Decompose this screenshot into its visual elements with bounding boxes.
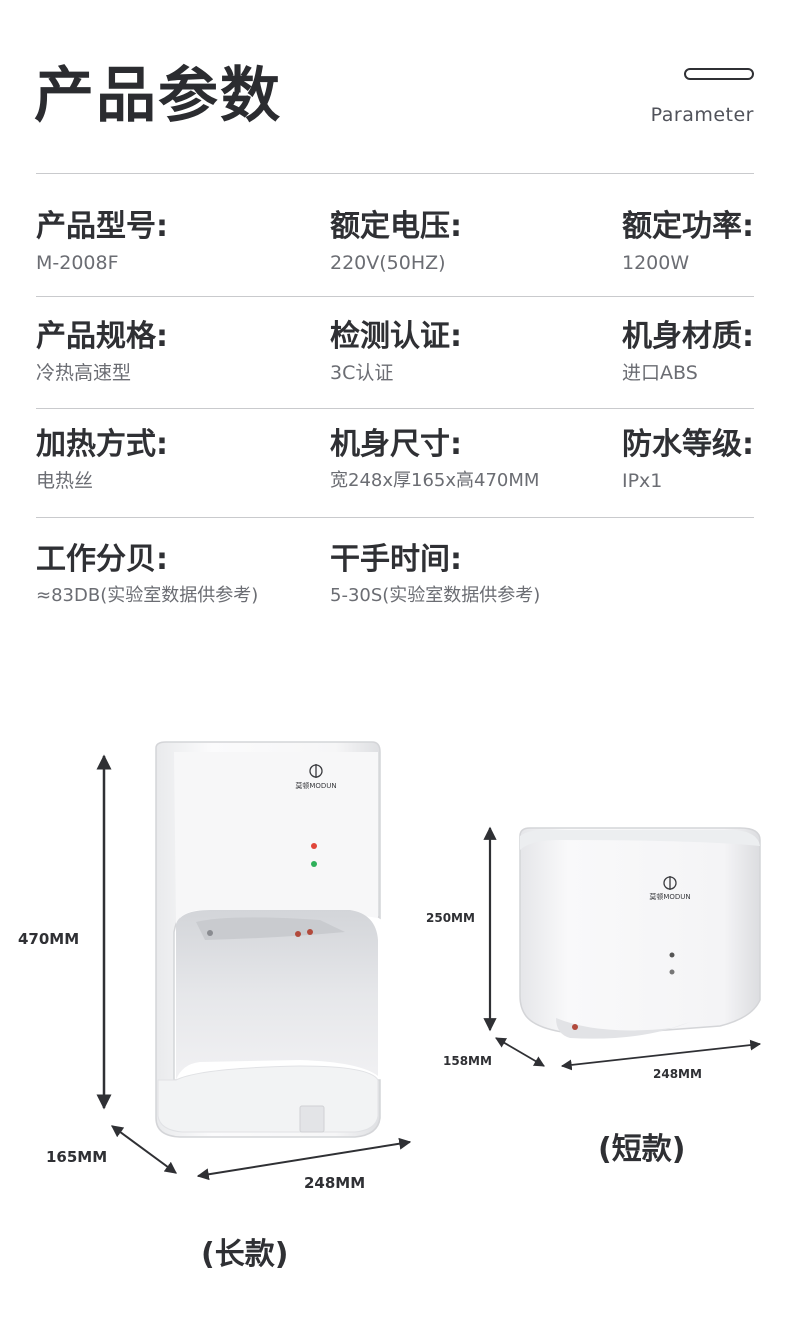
divider — [36, 296, 754, 297]
brand-logo: 莫顿MODUN — [649, 876, 691, 901]
spec-label: 机身材质: — [622, 319, 754, 354]
short-depth-label: 158MM — [443, 1054, 492, 1068]
svg-text:莫顿MODUN: 莫顿MODUN — [295, 781, 336, 790]
short-height-label: 250MM — [426, 911, 475, 925]
sensor-icon — [572, 1024, 578, 1030]
page-title: 产品参数 — [34, 61, 282, 131]
short-model-caption: (短款) — [598, 1132, 686, 1167]
depth-arrow — [495, 1037, 545, 1067]
spec-value: 3C认证 — [330, 362, 394, 384]
spec-label: 额定功率: — [622, 209, 754, 244]
spec-label: 工作分贝: — [36, 542, 168, 577]
spec-value: 5-30S(实验室数据供参考) — [330, 585, 541, 606]
spec-value: 宽248x厚165x高470MM — [330, 470, 540, 491]
spec-label: 干手时间: — [330, 542, 462, 577]
spec-certification: 检测认证: 3C认证 — [330, 318, 462, 386]
spec-label: 产品规格: — [36, 319, 168, 354]
spec-value: 冷热高速型 — [36, 362, 132, 384]
spec-drying-time: 干手时间: 5-30S(实验室数据供参考) — [330, 541, 540, 609]
decorative-pill — [684, 68, 754, 80]
spec-model: 产品型号: M-2008F — [36, 208, 168, 276]
power-indicator-icon — [669, 952, 675, 958]
long-width-label: 248MM — [304, 1174, 365, 1192]
divider — [36, 517, 754, 518]
short-hand-dryer: 莫顿MODUN — [519, 827, 761, 1039]
long-height-label: 470MM — [18, 930, 79, 948]
status-indicator-icon — [311, 861, 317, 867]
power-indicator-icon — [311, 843, 317, 849]
sensor-icon — [307, 929, 313, 935]
drain-slot — [299, 1105, 325, 1133]
product-illustration: 莫顿MODUN 470MM 165MM 248MM 莫顿MODUN 250MM … — [18, 741, 762, 1192]
spec-waterproof: 防水等级: IPx1 — [622, 426, 754, 494]
spec-dimensions: 机身尺寸: 宽248x厚165x高470MM — [330, 426, 539, 494]
svg-text:莫顿MODUN: 莫顿MODUN — [649, 892, 690, 901]
spec-value: 电热丝 — [36, 470, 94, 492]
spec-label: 加热方式: — [36, 427, 168, 462]
spec-label: 额定电压: — [330, 209, 462, 244]
width-arrow — [560, 1039, 762, 1071]
long-hand-dryer: 莫顿MODUN — [155, 741, 381, 1138]
spec-power: 额定功率: 1200W — [622, 208, 754, 276]
width-arrow — [196, 1137, 412, 1181]
spec-label: 产品型号: — [36, 209, 168, 244]
page-subtitle: Parameter — [650, 104, 754, 126]
spec-type: 产品规格: 冷热高速型 — [36, 318, 168, 386]
spec-voltage: 额定电压: 220V(50HZ) — [330, 208, 462, 276]
depth-arrow — [111, 1125, 177, 1174]
long-depth-label: 165MM — [46, 1148, 107, 1166]
spec-label: 检测认证: — [330, 319, 462, 354]
spec-label: 防水等级: — [622, 427, 754, 462]
sensor-icon — [295, 931, 301, 937]
spec-heating: 加热方式: 电热丝 — [36, 426, 168, 494]
spec-material: 机身材质: 进口ABS — [622, 318, 754, 386]
divider — [36, 408, 754, 409]
long-model-caption: (长款) — [201, 1237, 289, 1272]
spec-noise: 工作分贝: ≈83DB(实验室数据供参考) — [36, 541, 258, 609]
divider — [36, 173, 754, 174]
status-indicator-icon — [669, 969, 675, 975]
spec-value: IPx1 — [622, 470, 663, 492]
spec-value: 进口ABS — [622, 362, 698, 384]
spec-value: ≈83DB(实验室数据供参考) — [36, 585, 259, 606]
short-width-label: 248MM — [653, 1067, 702, 1081]
spec-value: 1200W — [622, 252, 690, 274]
brand-logo: 莫顿MODUN — [295, 764, 337, 790]
spec-value: M-2008F — [36, 252, 119, 274]
nozzle-icon — [207, 930, 213, 936]
spec-value: 220V(50HZ) — [330, 252, 446, 274]
spec-label: 机身尺寸: — [330, 427, 462, 462]
